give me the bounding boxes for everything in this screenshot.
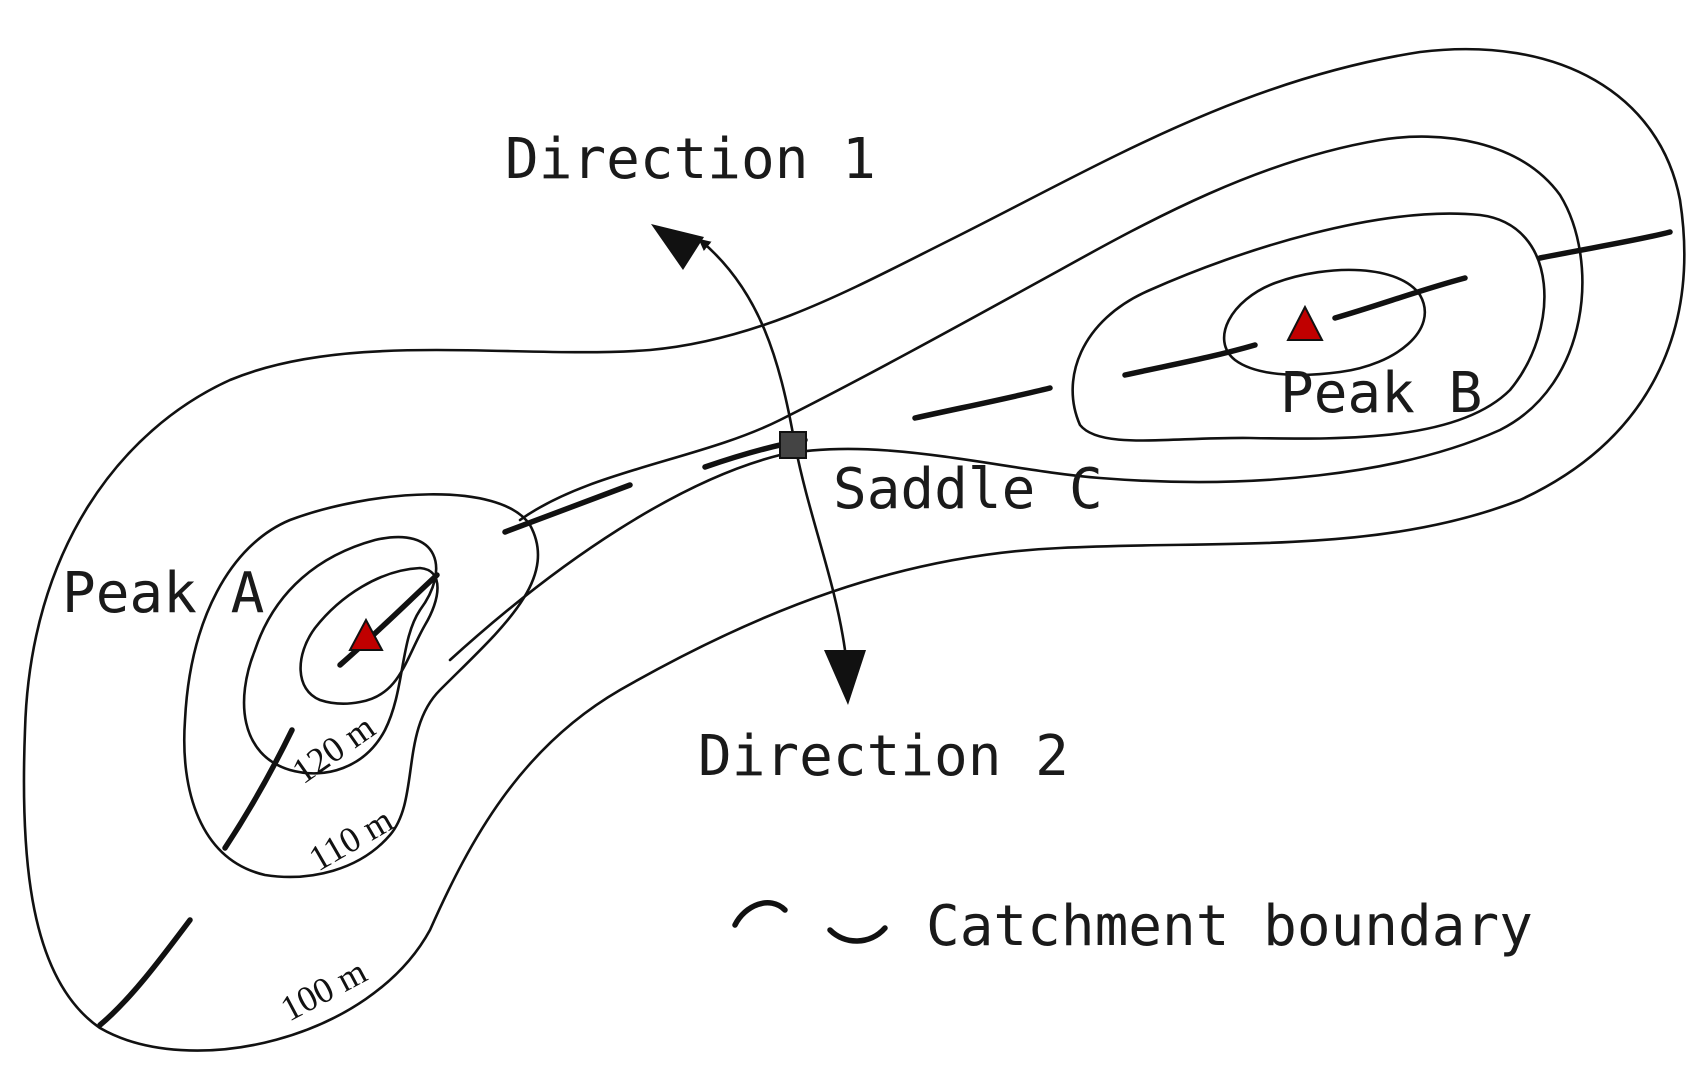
direction-1-label: Direction 1 (505, 127, 876, 192)
contour-110m-peak-a (183, 493, 540, 879)
contour-100m (22, 47, 1686, 1052)
peak-b-label: Peak B (1280, 361, 1482, 426)
peak-a-marker (348, 617, 384, 651)
saddle-c-label: Saddle C (833, 457, 1103, 522)
contour-110m-label: 110 m (302, 799, 400, 878)
contour-summit-peak-b (1222, 268, 1427, 377)
contour-120m-peak-a (242, 535, 438, 775)
direction-2-label: Direction 2 (698, 724, 1069, 789)
direction-2-arrow (793, 444, 847, 651)
boundary-dash (912, 385, 1053, 421)
catchment-boundary (97, 229, 1673, 1028)
direction-1-arrow (698, 238, 797, 446)
boundary-dash (222, 727, 295, 851)
direction-1-arrowhead (651, 224, 704, 270)
contour-110m-peak-b (1071, 212, 1546, 442)
legend-boundary-dash (827, 925, 888, 944)
contour-110m-saddle (448, 135, 1584, 662)
legend-boundary-label: Catchment boundary (926, 894, 1533, 959)
boundary-dash (337, 572, 440, 668)
boundary-dash (1537, 229, 1673, 261)
boundary-dash (1122, 342, 1258, 378)
legend-boundary-dash (732, 900, 788, 928)
boundary-dash (502, 482, 633, 535)
boundary-dash (1332, 275, 1468, 321)
contour-120m-label: 120 m (285, 707, 382, 792)
direction-2-arrowhead (824, 650, 866, 705)
peak-a-label: Peak A (62, 561, 264, 626)
boundary-dash (97, 917, 193, 1028)
saddle-c-marker (779, 431, 807, 459)
peak-b-marker (1286, 304, 1324, 341)
legend: Catchment boundary (732, 894, 1533, 959)
contour-100m-label: 100 m (274, 951, 373, 1029)
